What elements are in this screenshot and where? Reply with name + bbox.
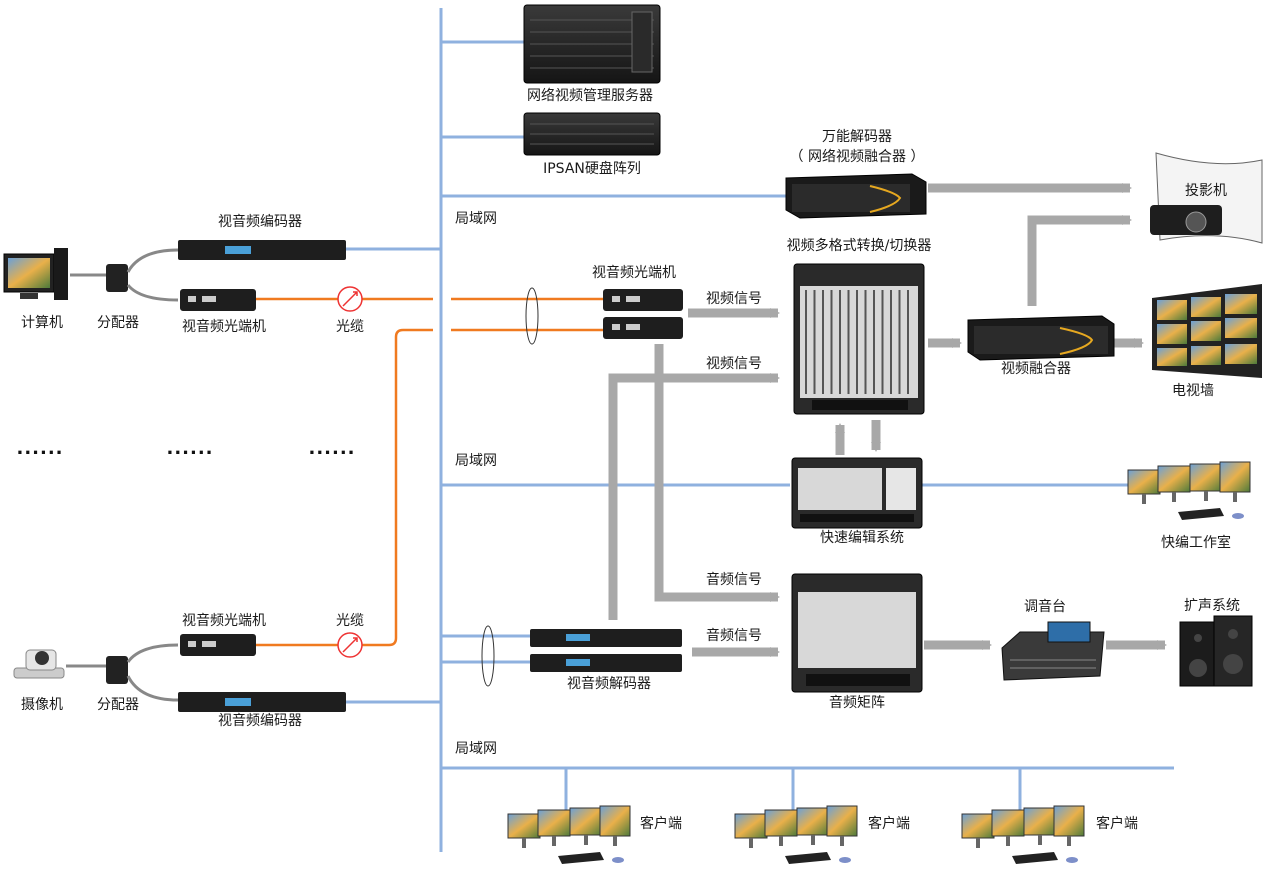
disk-array-icon (523, 112, 661, 156)
desktop-computer-icon (3, 248, 68, 300)
cable-bundle-marks (481, 287, 539, 687)
rack-server-icon (523, 4, 661, 84)
client-workstation (961, 805, 1085, 864)
label-fast-edit-system: 快速编辑系统 (820, 530, 904, 546)
decoder-box-icon (785, 173, 927, 219)
label-ipsan: IPSAN硬盘阵列 (543, 161, 641, 177)
signal-arrows (608, 183, 1167, 657)
label-computer: 计算机 (21, 315, 63, 331)
label-lan-2: 局域网 (455, 453, 497, 469)
encoder-top (178, 240, 346, 260)
label-client-3: 客户端 (1096, 816, 1138, 832)
lan-lines (345, 8, 1174, 852)
fiber-tx-top (180, 289, 256, 311)
label-cable-top: 光缆 (336, 319, 364, 335)
label-pa-system: 扩声系统 (1184, 598, 1240, 614)
fiber-lines (255, 297, 605, 647)
label-video-signal-1: 视频信号 (706, 291, 762, 307)
projector-icon (1150, 152, 1263, 244)
label-server: 网络视频管理服务器 (527, 88, 653, 104)
video-fusion-box (967, 315, 1115, 361)
fiber-tx-bottom (180, 634, 256, 656)
label-mixer: 调音台 (1024, 599, 1066, 615)
splitter-bottom (66, 643, 179, 702)
label-splitter-top: 分配器 (97, 315, 139, 331)
label-video-signal-2: 视频信号 (706, 356, 762, 372)
fast-edit-chassis (791, 457, 923, 529)
client-workstation (734, 805, 858, 864)
av-decoder-pair (530, 629, 682, 672)
label-fiber-tx-bottom: 视音频光端机 (182, 613, 266, 629)
label-cable-bottom: 光缆 (336, 613, 364, 629)
label-tv-wall: 电视墙 (1172, 383, 1214, 399)
label-client-1: 客户端 (640, 816, 682, 832)
ellipsis-3: ...... (308, 438, 356, 459)
speaker-icon (1179, 615, 1253, 687)
label-audio-signal-2: 音频信号 (706, 628, 762, 644)
label-lan-1: 局域网 (455, 211, 497, 227)
label-universal-decoder: 万能解码器 (822, 129, 892, 145)
edit-studio-workstation (1127, 461, 1251, 520)
label-client-2: 客户端 (868, 816, 910, 832)
label-decoder: 视音频解码器 (567, 676, 651, 692)
label-audio-matrix: 音频矩阵 (829, 695, 885, 711)
label-encoder-top: 视音频编码器 (218, 214, 302, 230)
label-switcher: 视频多格式转换/切换器 (786, 238, 932, 254)
ellipsis-2: ...... (166, 438, 214, 459)
encoder-bottom (178, 692, 346, 712)
label-projector: 投影机 (1185, 183, 1227, 199)
fiber-cable-icon (337, 286, 363, 312)
client-workstation (507, 805, 631, 864)
video-switcher-chassis (793, 263, 925, 415)
audio-matrix-chassis (791, 573, 923, 693)
label-splitter-bottom: 分配器 (97, 697, 139, 713)
fiber-cable-icon (337, 632, 363, 658)
mixing-console-icon (1001, 621, 1105, 681)
label-edit-studio: 快编工作室 (1161, 535, 1231, 551)
label-fiber-receiver: 视音频光端机 (592, 265, 676, 281)
ptz-camera-icon (13, 649, 65, 679)
video-wall-icon (1152, 284, 1262, 378)
label-fusion: 视频融合器 (1001, 361, 1071, 377)
fiber-receiver-pair (603, 289, 683, 339)
label-audio-signal-1: 音频信号 (706, 572, 762, 588)
label-encoder-bottom: 视音频编码器 (218, 713, 302, 729)
label-fiber-tx-top: 视音频光端机 (182, 319, 266, 335)
label-universal-decoder-sub: （ 网络视频融合器 ） (789, 149, 925, 165)
workstations (507, 461, 1251, 864)
splitter-top (70, 248, 179, 302)
label-lan-3: 局域网 (455, 741, 497, 757)
ellipsis-1: ...... (16, 438, 64, 459)
label-camera: 摄像机 (21, 697, 63, 713)
